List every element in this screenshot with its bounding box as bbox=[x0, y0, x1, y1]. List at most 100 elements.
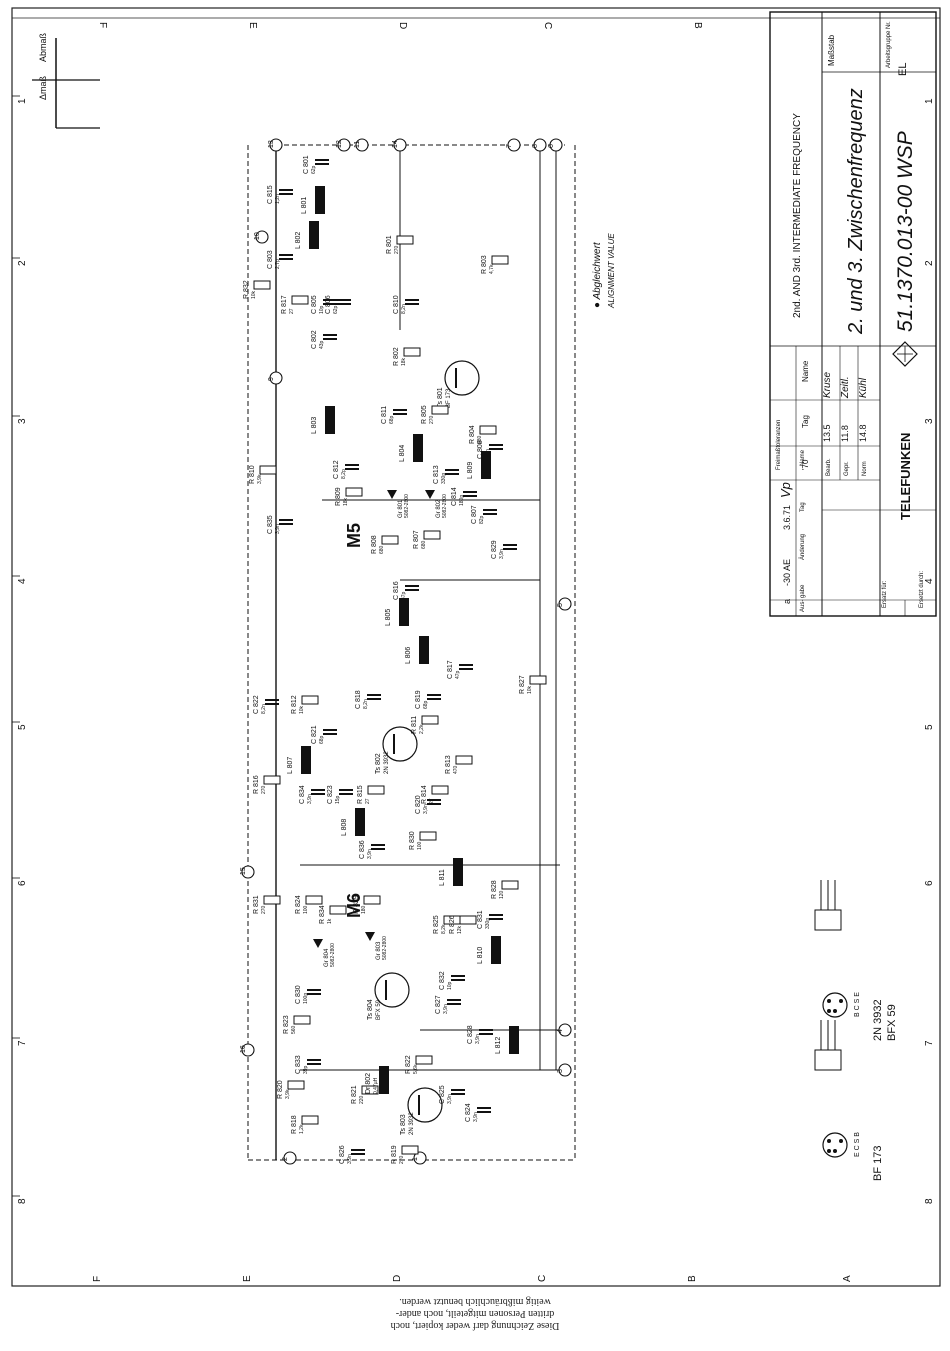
border-right-number: 7 bbox=[924, 1040, 935, 1046]
component-value: 270 bbox=[261, 905, 267, 914]
component-value: 27 bbox=[365, 798, 371, 804]
component-ref: C 816 bbox=[393, 581, 400, 600]
component-ref: R 823 bbox=[283, 1015, 290, 1034]
component-value: 180p bbox=[459, 495, 465, 506]
border-bottom-letter: C bbox=[537, 1275, 548, 1282]
resistor-body bbox=[431, 405, 449, 415]
component-ref: R 809 bbox=[335, 487, 342, 506]
resistor-body bbox=[529, 675, 547, 685]
component-ref: R 817 bbox=[281, 295, 288, 314]
title-row-name: Zeitl. bbox=[840, 376, 851, 399]
component-value: 8,2p bbox=[341, 469, 347, 479]
border-top-letter: E bbox=[247, 22, 258, 29]
transistor-ref: Ts 803 bbox=[400, 1114, 407, 1135]
component-value: 8,2n bbox=[363, 699, 369, 709]
terminal-label: 12 bbox=[336, 140, 343, 148]
transistor-ref: Ts 801 bbox=[437, 387, 444, 408]
title-row-label: Norm bbox=[862, 461, 868, 476]
component-value: 270 bbox=[399, 1155, 405, 1164]
terminal-node bbox=[507, 138, 521, 152]
terminal-node bbox=[241, 1043, 255, 1057]
component-value: 330p bbox=[485, 918, 491, 929]
component-ref: C 826 bbox=[339, 1145, 346, 1164]
component-ref: R 831 bbox=[253, 895, 260, 914]
inductor-core bbox=[453, 858, 463, 886]
terminal-label: 14 bbox=[392, 140, 399, 148]
terminal-node bbox=[241, 865, 255, 879]
change-ae: -30 AE bbox=[782, 559, 792, 586]
component-value: 3,9n bbox=[423, 804, 429, 814]
component-ref: C 814 bbox=[451, 487, 458, 506]
company-name: TELEFUNKEN bbox=[898, 433, 913, 520]
component-ref: L 802 bbox=[295, 232, 302, 249]
change-label: Name bbox=[800, 449, 806, 466]
component-value: 0,47µH bbox=[373, 1077, 379, 1094]
resistor-body bbox=[415, 1055, 433, 1065]
pin-dot bbox=[833, 1009, 837, 1013]
component-ref: R 818 bbox=[291, 1115, 298, 1134]
component-ref: R 816 bbox=[253, 775, 260, 794]
inductor-core bbox=[481, 451, 491, 479]
title-row-tag: 11.8 bbox=[840, 425, 850, 442]
resistor-body bbox=[253, 280, 271, 290]
resistor-body bbox=[423, 530, 441, 540]
component-value: 560 bbox=[291, 1025, 297, 1034]
component-value: 3,9k bbox=[285, 1089, 291, 1099]
diode-type: 5082-2800 bbox=[330, 943, 336, 967]
component-ref: L 803 bbox=[311, 417, 318, 434]
title-english: 2nd. AND 3rd. INTERMEDIATE FREQUENCY bbox=[792, 113, 803, 318]
component-value: 3,9n bbox=[447, 1094, 453, 1104]
component-value: 10p bbox=[447, 981, 453, 990]
component-ref: R 803 bbox=[481, 255, 488, 274]
transistor-package-icon bbox=[814, 909, 842, 931]
resistor-body bbox=[259, 465, 277, 475]
terminal-node bbox=[269, 138, 283, 152]
component-ref: R 820 bbox=[277, 1080, 284, 1099]
resistor-body bbox=[363, 895, 381, 905]
terminal-label: 6 bbox=[548, 144, 555, 148]
component-value: 470 bbox=[453, 765, 459, 774]
border-top-letter: C bbox=[542, 22, 553, 29]
component-ref: C 835 bbox=[267, 515, 274, 534]
diode-symbol bbox=[425, 490, 435, 499]
border-right-number: 1 bbox=[924, 98, 935, 104]
component-ref: C 829 bbox=[491, 540, 498, 559]
component-ref: R 821 bbox=[351, 1085, 358, 1104]
component-ref: C 828 bbox=[467, 1025, 474, 1044]
component-ref: C 808 bbox=[477, 440, 484, 459]
component-ref: C 811 bbox=[381, 406, 388, 424]
drawing-number: 51.1370.013-00 WSP bbox=[894, 131, 917, 332]
tag-label: Tag bbox=[801, 415, 810, 428]
component-ref: L 805 bbox=[385, 609, 392, 626]
transistor-package-icon bbox=[814, 1049, 842, 1071]
component-ref: L 810 bbox=[477, 947, 484, 964]
telefunken-logo-icon bbox=[892, 341, 918, 367]
resistor-body bbox=[479, 425, 497, 435]
pinout-type: 2N 3932 bbox=[872, 999, 884, 1041]
diode-type: 5082-2800 bbox=[442, 494, 448, 518]
resistor-body bbox=[293, 1015, 311, 1025]
component-ref: R 808 bbox=[371, 535, 378, 554]
component-ref: C 807 bbox=[471, 505, 478, 524]
title-row-tag: 13.5 bbox=[822, 424, 832, 442]
component-value: 18k bbox=[343, 497, 349, 506]
component-ref: C 822 bbox=[253, 695, 260, 714]
module-label-m5: M5 bbox=[344, 523, 364, 548]
component-value: 3,9n bbox=[347, 1154, 353, 1164]
component-ref: L 811 bbox=[439, 869, 446, 886]
component-value: 47p bbox=[401, 591, 407, 600]
component-ref: C 817 bbox=[447, 660, 454, 679]
terminal-node bbox=[533, 138, 547, 152]
component-value: 680 bbox=[421, 540, 427, 549]
terminal-node bbox=[337, 138, 351, 152]
component-ref: R 807 bbox=[413, 530, 420, 549]
resistor-body bbox=[431, 785, 449, 795]
component-value: 68p bbox=[389, 415, 395, 424]
component-value: 100 bbox=[303, 905, 309, 914]
terminal-node bbox=[549, 138, 563, 152]
component-ref: R 819 bbox=[391, 1145, 398, 1164]
component-ref: R 830 bbox=[409, 831, 416, 850]
terminal-label: 3 bbox=[557, 1069, 564, 1073]
resistor-body bbox=[401, 1145, 419, 1155]
component-ref: R 829 bbox=[353, 895, 360, 914]
